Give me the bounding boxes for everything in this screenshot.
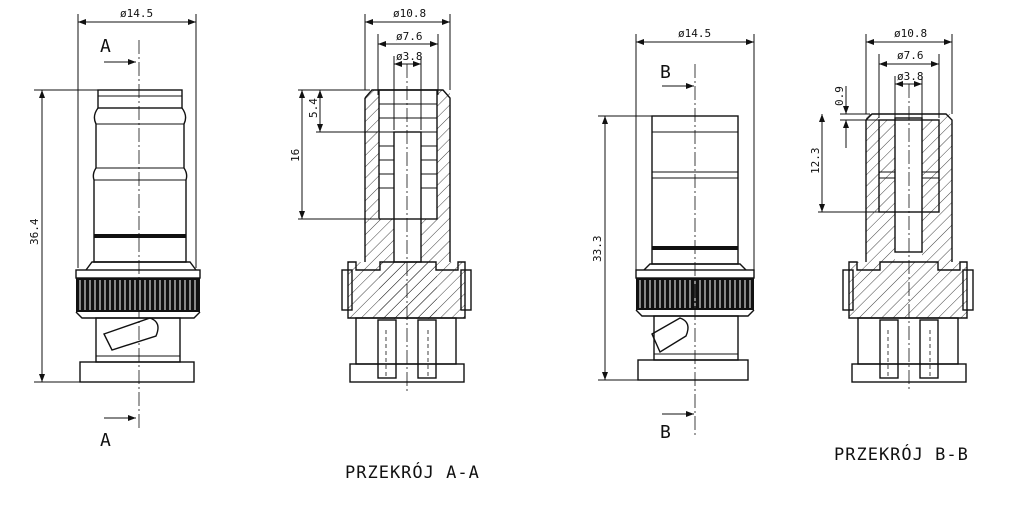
side-b-cut-label-top: B	[660, 62, 671, 83]
section-view-b: ø10.8 ø7.6 ø3.8 0.9 12.3	[809, 27, 974, 465]
side-a-body	[75, 89, 201, 383]
side-view-a: ø14.5 36.4	[28, 7, 201, 451]
side-a-knurl-ring	[76, 278, 200, 312]
section-a-outer-dia-label: ø10.8	[393, 7, 426, 20]
section-a-depth-small-label: 5.4	[307, 98, 320, 118]
side-a-cut-label-top: A	[100, 36, 111, 57]
side-a-height-label: 36.4	[28, 218, 41, 245]
section-a-mid-dia-label: ø7.6	[396, 30, 423, 43]
side-a-diameter-label: ø14.5	[120, 7, 153, 20]
section-a-title: PRZEKRÓJ A-A	[345, 461, 480, 483]
side-b-height-label: 33.3	[591, 236, 604, 263]
section-b-depth-small-label: 0.9	[833, 86, 846, 106]
section-a-inner-dia-label: ø3.8	[396, 50, 423, 63]
section-view-a: ø10.8 ø7.6 ø3.8 16 5.4	[289, 7, 480, 483]
section-b-mid-dia-label: ø7.6	[897, 49, 924, 62]
section-b-outer-dia-label: ø10.8	[894, 27, 927, 40]
side-b-diameter-label: ø14.5	[678, 27, 711, 40]
side-b-cut-label-bottom: B	[660, 422, 671, 443]
section-b-title: PRZEKRÓJ B-B	[834, 443, 969, 465]
section-b-depth-large-label: 12.3	[809, 148, 822, 175]
side-a-cut-label-bottom: A	[100, 430, 111, 451]
section-a-depth-large-label: 16	[289, 149, 302, 162]
section-b-inner-dia-label: ø3.8	[897, 70, 924, 83]
side-view-b: ø14.5 33.3	[591, 27, 755, 443]
